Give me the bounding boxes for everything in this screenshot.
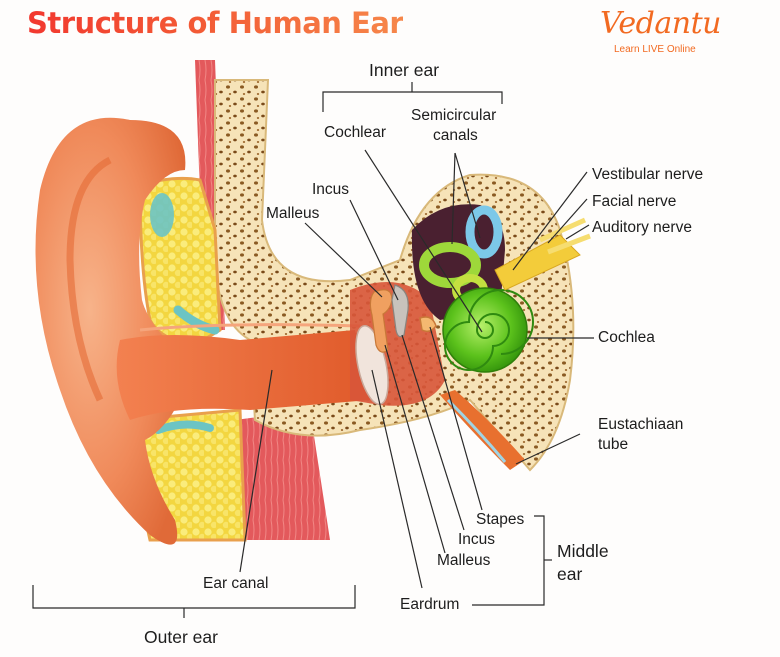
vedantu-logo: Vedantu Learn LIVE Online <box>596 6 726 58</box>
label-stapes: Stapes <box>476 511 525 528</box>
label-ear-canal: Ear canal <box>203 575 269 592</box>
label-malleus-top: Malleus <box>266 205 320 222</box>
page-title: Structure of Human Ear <box>27 6 404 40</box>
label-malleus-bottom: Malleus <box>437 552 491 569</box>
label-cochlea: Cochlea <box>598 329 655 346</box>
label-incus-top: Incus <box>312 181 350 198</box>
label-cochlear: Cochlear <box>324 124 387 141</box>
label-middle-ear-2: ear <box>557 564 583 584</box>
label-middle-ear-1: Middle <box>557 541 609 561</box>
label-eustachian-1: Eustachiaan <box>598 416 684 433</box>
logo-wordmark: Vedantu <box>600 6 721 41</box>
label-vestibular-nerve: Vestibular nerve <box>592 166 704 183</box>
logo-tagline: Learn LIVE Online <box>614 44 696 55</box>
label-eardrum: Eardrum <box>400 596 460 613</box>
label-incus-bottom: Incus <box>458 531 496 548</box>
label-semicircular-1: Semicircular <box>411 107 497 124</box>
label-auditory-nerve: Auditory nerve <box>592 219 692 236</box>
label-facial-nerve: Facial nerve <box>592 193 677 210</box>
cochlea-shape <box>442 287 528 373</box>
label-outer-ear: Outer ear <box>144 627 218 647</box>
label-semicircular-2: canals <box>433 127 478 144</box>
label-inner-ear: Inner ear <box>369 60 440 80</box>
label-eustachian-2: tube <box>598 436 629 453</box>
